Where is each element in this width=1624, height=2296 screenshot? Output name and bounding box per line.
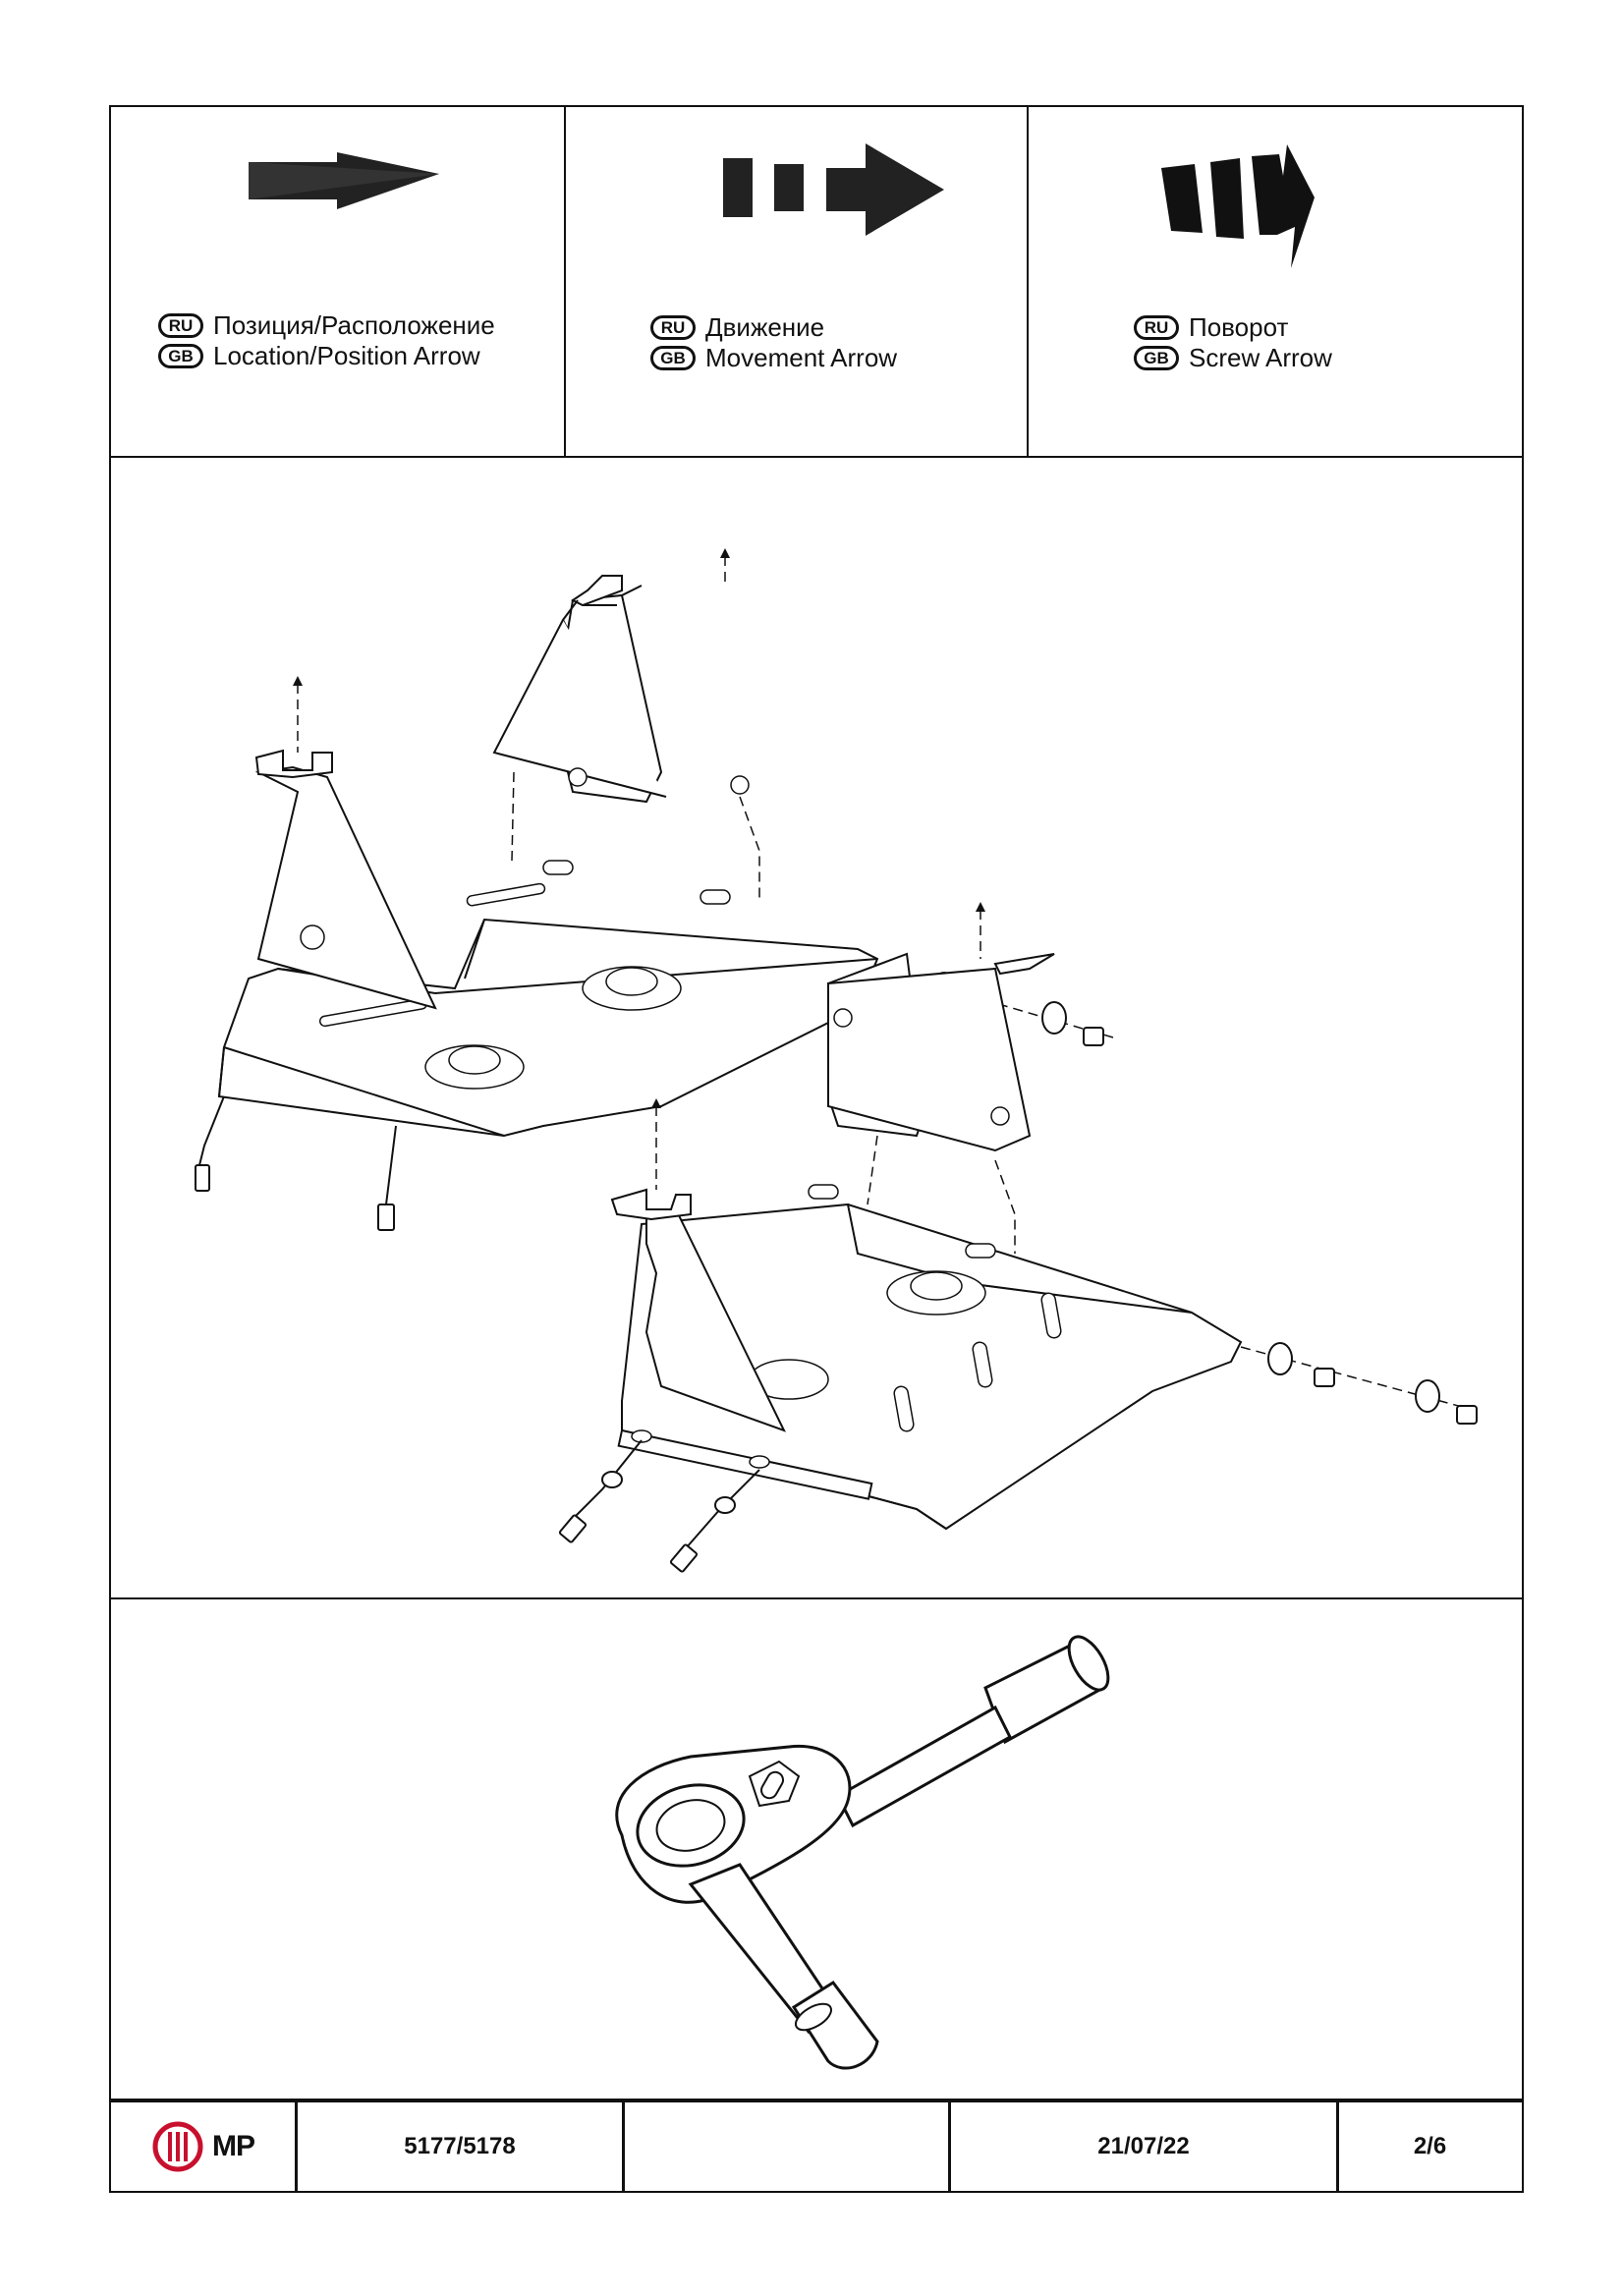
gb-badge: GB	[158, 344, 203, 368]
gb-badge: GB	[1134, 346, 1179, 370]
logo-text: MP	[212, 2130, 255, 2162]
location-arrow-icon	[249, 152, 439, 209]
lower-skid-plate	[621, 1184, 1478, 1531]
mp-logo-icon	[152, 2121, 203, 2172]
legend-screw-gb: Screw Arrow	[1189, 343, 1332, 372]
revision-date: 21/07/22	[951, 2102, 1339, 2191]
legend-movement-gb: Movement Arrow	[705, 343, 898, 372]
legend-screw-text: RU Поворот GB Screw Arrow	[1134, 312, 1332, 373]
lower-right-bracket	[826, 902, 1055, 1254]
screw-arrow-icon	[1161, 144, 1315, 268]
legend-location-text: RU Позиция/Расположение GB Location/Positi…	[158, 310, 495, 371]
movement-arrow-icon	[723, 143, 944, 236]
legend-location: RU Позиция/Расположение GB Location/Positi…	[111, 107, 566, 456]
page-number: 2/6	[1413, 2133, 1447, 2159]
part-number: 5177/5178	[298, 2102, 625, 2191]
legend-movement-ru: Движение	[705, 312, 825, 342]
legend-location-ru: Позиция/Расположение	[213, 310, 495, 340]
legend-movement: RU Движение GB Movement Arrow	[566, 107, 1029, 456]
page-frame: RU Позиция/Расположение GB Location/Positi…	[109, 105, 1524, 2193]
footer-logo-cell: MP	[111, 2102, 298, 2191]
legend-location-gb: Location/Position Arrow	[213, 341, 480, 370]
legend-screw-ru: Поворот	[1189, 312, 1289, 342]
legend-screw: RU Поворот GB Screw Arrow	[1029, 107, 1526, 456]
ru-badge: RU	[1134, 315, 1179, 340]
upper-left-bracket	[254, 676, 437, 1010]
ru-badge: RU	[650, 315, 696, 340]
upper-right-bracket	[492, 548, 750, 804]
tool-section	[111, 1599, 1522, 2102]
gb-badge: GB	[650, 346, 696, 370]
ru-badge: RU	[158, 313, 203, 338]
legend-movement-text: RU Движение GB Movement Arrow	[650, 312, 897, 373]
lower-left-bracket	[558, 1098, 873, 1573]
assembly-diagram-section	[111, 458, 1522, 1599]
skid-plate-assembly-diagram	[195, 548, 1478, 1573]
footer-empty-cell	[625, 2102, 951, 2191]
ratchet-wrench-icon	[615, 1635, 1110, 2070]
title-block: MP 5177/5178 21/07/22 2/6	[111, 2102, 1522, 2191]
arrow-legend: RU Позиция/Расположение GB Location/Positi…	[111, 107, 1522, 458]
